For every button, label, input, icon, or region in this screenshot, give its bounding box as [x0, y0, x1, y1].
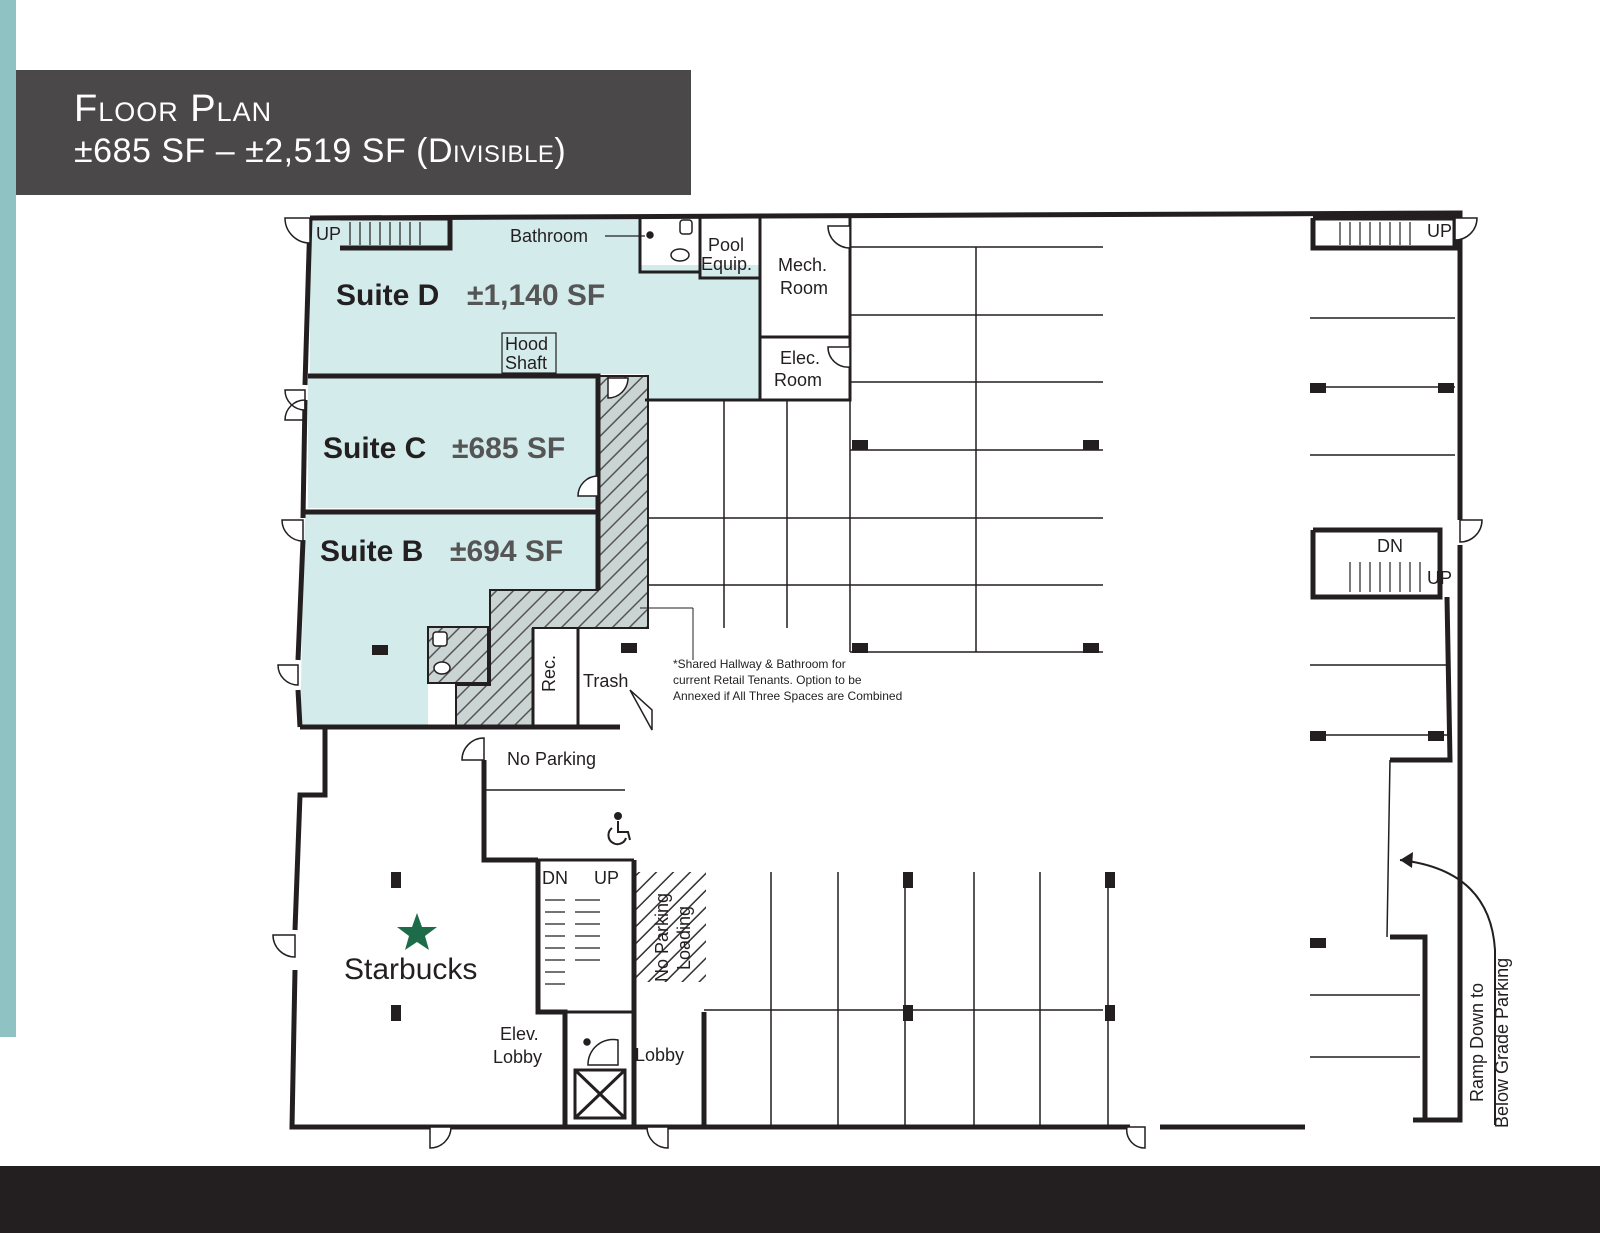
stair-up-label-nw: UP [316, 224, 341, 244]
suite-c-name: Suite C [323, 432, 426, 465]
note-line-1: *Shared Hallway & Bathroom for [673, 657, 846, 671]
suite-b-area [300, 512, 598, 727]
suite-b-area-label: ±694 SF [450, 535, 563, 568]
loading-zone [634, 872, 706, 982]
hood-shaft-label-1: Hood [505, 334, 548, 354]
ramp-arrowhead [1400, 852, 1413, 868]
mech-room-label-2: Room [780, 278, 828, 298]
page-title: Floor Plan [74, 88, 273, 130]
note-line-3: Annexed if All Three Spaces are Combined [673, 689, 902, 703]
accent-bar [0, 0, 16, 1037]
note-line-2: current Retail Tenants. Option to be [673, 673, 862, 687]
stair-dn-label-core: DN [542, 868, 568, 888]
columns [372, 383, 1454, 1021]
suite-b-name: Suite B [320, 535, 423, 568]
stair-up-label-core: UP [594, 868, 619, 888]
elev-lobby-label-1: Elev. [500, 1024, 539, 1044]
footer-bar [0, 1166, 1600, 1233]
elec-room-label-1: Elec. [780, 348, 820, 368]
star-icon [397, 913, 437, 950]
stair-treads [349, 222, 1421, 985]
suite-d-name: Suite D [336, 279, 439, 312]
parking-lines [484, 246, 1455, 1128]
suite-c-area [308, 378, 598, 508]
mech-room-label-1: Mech. [778, 255, 827, 275]
rec-label: Rec. [539, 655, 559, 692]
fixtures [432, 219, 693, 1046]
ramp-label-1: Ramp Down to [1467, 983, 1487, 1102]
starbucks-label: Starbucks [344, 953, 477, 986]
no-parking-loading-label-1: No Parking [652, 893, 672, 982]
hood-shaft-box [501, 332, 557, 374]
hood-shaft-label-2: Shaft [505, 353, 547, 373]
elev-lobby-label-2: Lobby [493, 1047, 542, 1067]
stair-up-label-ne: UP [1427, 221, 1452, 241]
ramp-label-2: Below Grade Parking [1492, 958, 1512, 1128]
doors [272, 217, 1483, 1149]
suite-d-area [310, 218, 760, 400]
pool-equip-label-1: Pool [708, 235, 744, 255]
trash-label: Trash [583, 671, 628, 691]
walls [289, 210, 1463, 1130]
stair-dn-label-e: DN [1377, 536, 1403, 556]
no-parking-label: No Parking [507, 749, 596, 769]
accessible-icon [607, 812, 631, 846]
suite-c-area-label: ±685 SF [452, 432, 565, 465]
page-subtitle: ±685 SF – ±2,519 SF (Divisible) [74, 132, 567, 170]
title-box: Floor Plan ±685 SF – ±2,519 SF (Divisibl… [16, 70, 691, 195]
no-parking-loading-label-2: Loading [674, 906, 694, 970]
ramp-arrow [1399, 859, 1496, 1125]
elec-room-label-2: Room [774, 370, 822, 390]
lobby-label: Lobby [635, 1045, 684, 1065]
bathroom-label: Bathroom [510, 226, 588, 246]
interior-walls [531, 218, 852, 1120]
pool-equip-label-2: Equip. [701, 254, 752, 274]
suite-d-area-label: ±1,140 SF [467, 279, 605, 312]
stair-up-label-e: UP [1427, 568, 1452, 588]
